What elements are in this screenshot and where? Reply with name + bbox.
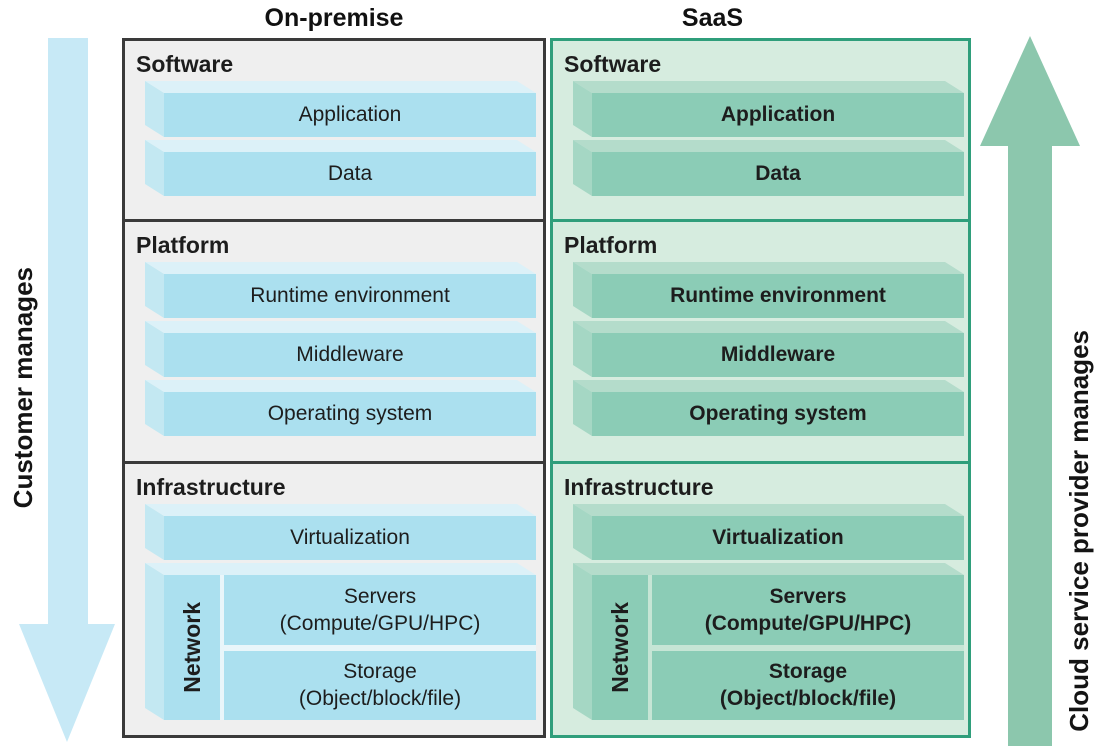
- saas-platform-bars: Runtime environment Middleware Operating…: [592, 274, 964, 436]
- saas-bar-operating-system: Operating system: [592, 392, 964, 436]
- saas-section-header-software: Software: [564, 51, 662, 77]
- saas-bar-virtualization: Virtualization: [592, 516, 964, 560]
- saas-network-cell: Network: [592, 575, 648, 720]
- provider-manages-label: Cloud service provider manages: [1058, 38, 1100, 736]
- saas-bar-runtime-environment: Runtime environment: [592, 274, 964, 318]
- saas-section-header-platform: Platform: [564, 232, 658, 258]
- provider-manages-text: Cloud service provider manages: [1063, 330, 1094, 732]
- column-title-on-premise: On-premise: [264, 3, 404, 32]
- saas-infrastructure-bars: Virtualization Network Servers (Compute/…: [592, 516, 964, 720]
- saas-network-block: Network Servers (Compute/GPU/HPC) Storag…: [592, 575, 964, 720]
- section-header-infrastructure: Infrastructure: [136, 474, 286, 500]
- down-arrow-shaft: [48, 38, 88, 625]
- saas-bar-data: Data: [592, 152, 964, 196]
- infrastructure-bars: Virtualization Network Servers (Compute/…: [164, 516, 536, 720]
- column-title-saas: SaaS: [681, 3, 744, 32]
- storage-cell: Storage (Object/block/file): [224, 650, 536, 720]
- bar-operating-system: Operating system: [164, 392, 536, 436]
- servers-cell: Servers (Compute/GPU/HPC): [224, 575, 536, 645]
- bar-virtualization: Virtualization: [164, 516, 536, 560]
- section-software: Software Application Data: [125, 41, 543, 219]
- software-bars: Application Data: [164, 93, 536, 196]
- up-arrow-shaft: [1008, 145, 1052, 746]
- saas-servers-cell: Servers (Compute/GPU/HPC): [652, 575, 964, 645]
- saas-software-bars: Application Data: [592, 93, 964, 196]
- saas-bar-middleware: Middleware: [592, 333, 964, 377]
- saas-section-platform: Platform Runtime environment Middleware …: [553, 219, 968, 461]
- section-header-software: Software: [136, 51, 234, 77]
- bar-data: Data: [164, 152, 536, 196]
- saas-network-label: Network: [606, 602, 633, 693]
- platform-bars: Runtime environment Middleware Operating…: [164, 274, 536, 436]
- saas-section-software: Software Application Data: [553, 41, 968, 219]
- saas-section-infrastructure: Infrastructure Virtualization Network Se…: [553, 461, 968, 735]
- saas-section-header-infrastructure: Infrastructure: [564, 474, 714, 500]
- bar-application: Application: [164, 93, 536, 137]
- panel-saas: Software Application Data Platform Runti…: [550, 38, 971, 738]
- saas-network-block-grid: Network Servers (Compute/GPU/HPC) Storag…: [592, 575, 964, 720]
- saas-bar-application: Application: [592, 93, 964, 137]
- network-block-grid: Network Servers (Compute/GPU/HPC) Storag…: [164, 575, 536, 720]
- bar-runtime-environment: Runtime environment: [164, 274, 536, 318]
- network-cell: Network: [164, 575, 220, 720]
- bar-middleware: Middleware: [164, 333, 536, 377]
- customer-manages-text: Customer manages: [7, 267, 38, 509]
- section-platform: Platform Runtime environment Middleware …: [125, 219, 543, 461]
- section-infrastructure: Infrastructure Virtualization Network Se…: [125, 461, 543, 735]
- network-label: Network: [178, 602, 205, 693]
- panel-on-premise: Software Application Data Platform Runti…: [122, 38, 546, 738]
- saas-storage-cell: Storage (Object/block/file): [652, 650, 964, 720]
- network-block: Network Servers (Compute/GPU/HPC) Storag…: [164, 575, 536, 720]
- section-header-platform: Platform: [136, 232, 230, 258]
